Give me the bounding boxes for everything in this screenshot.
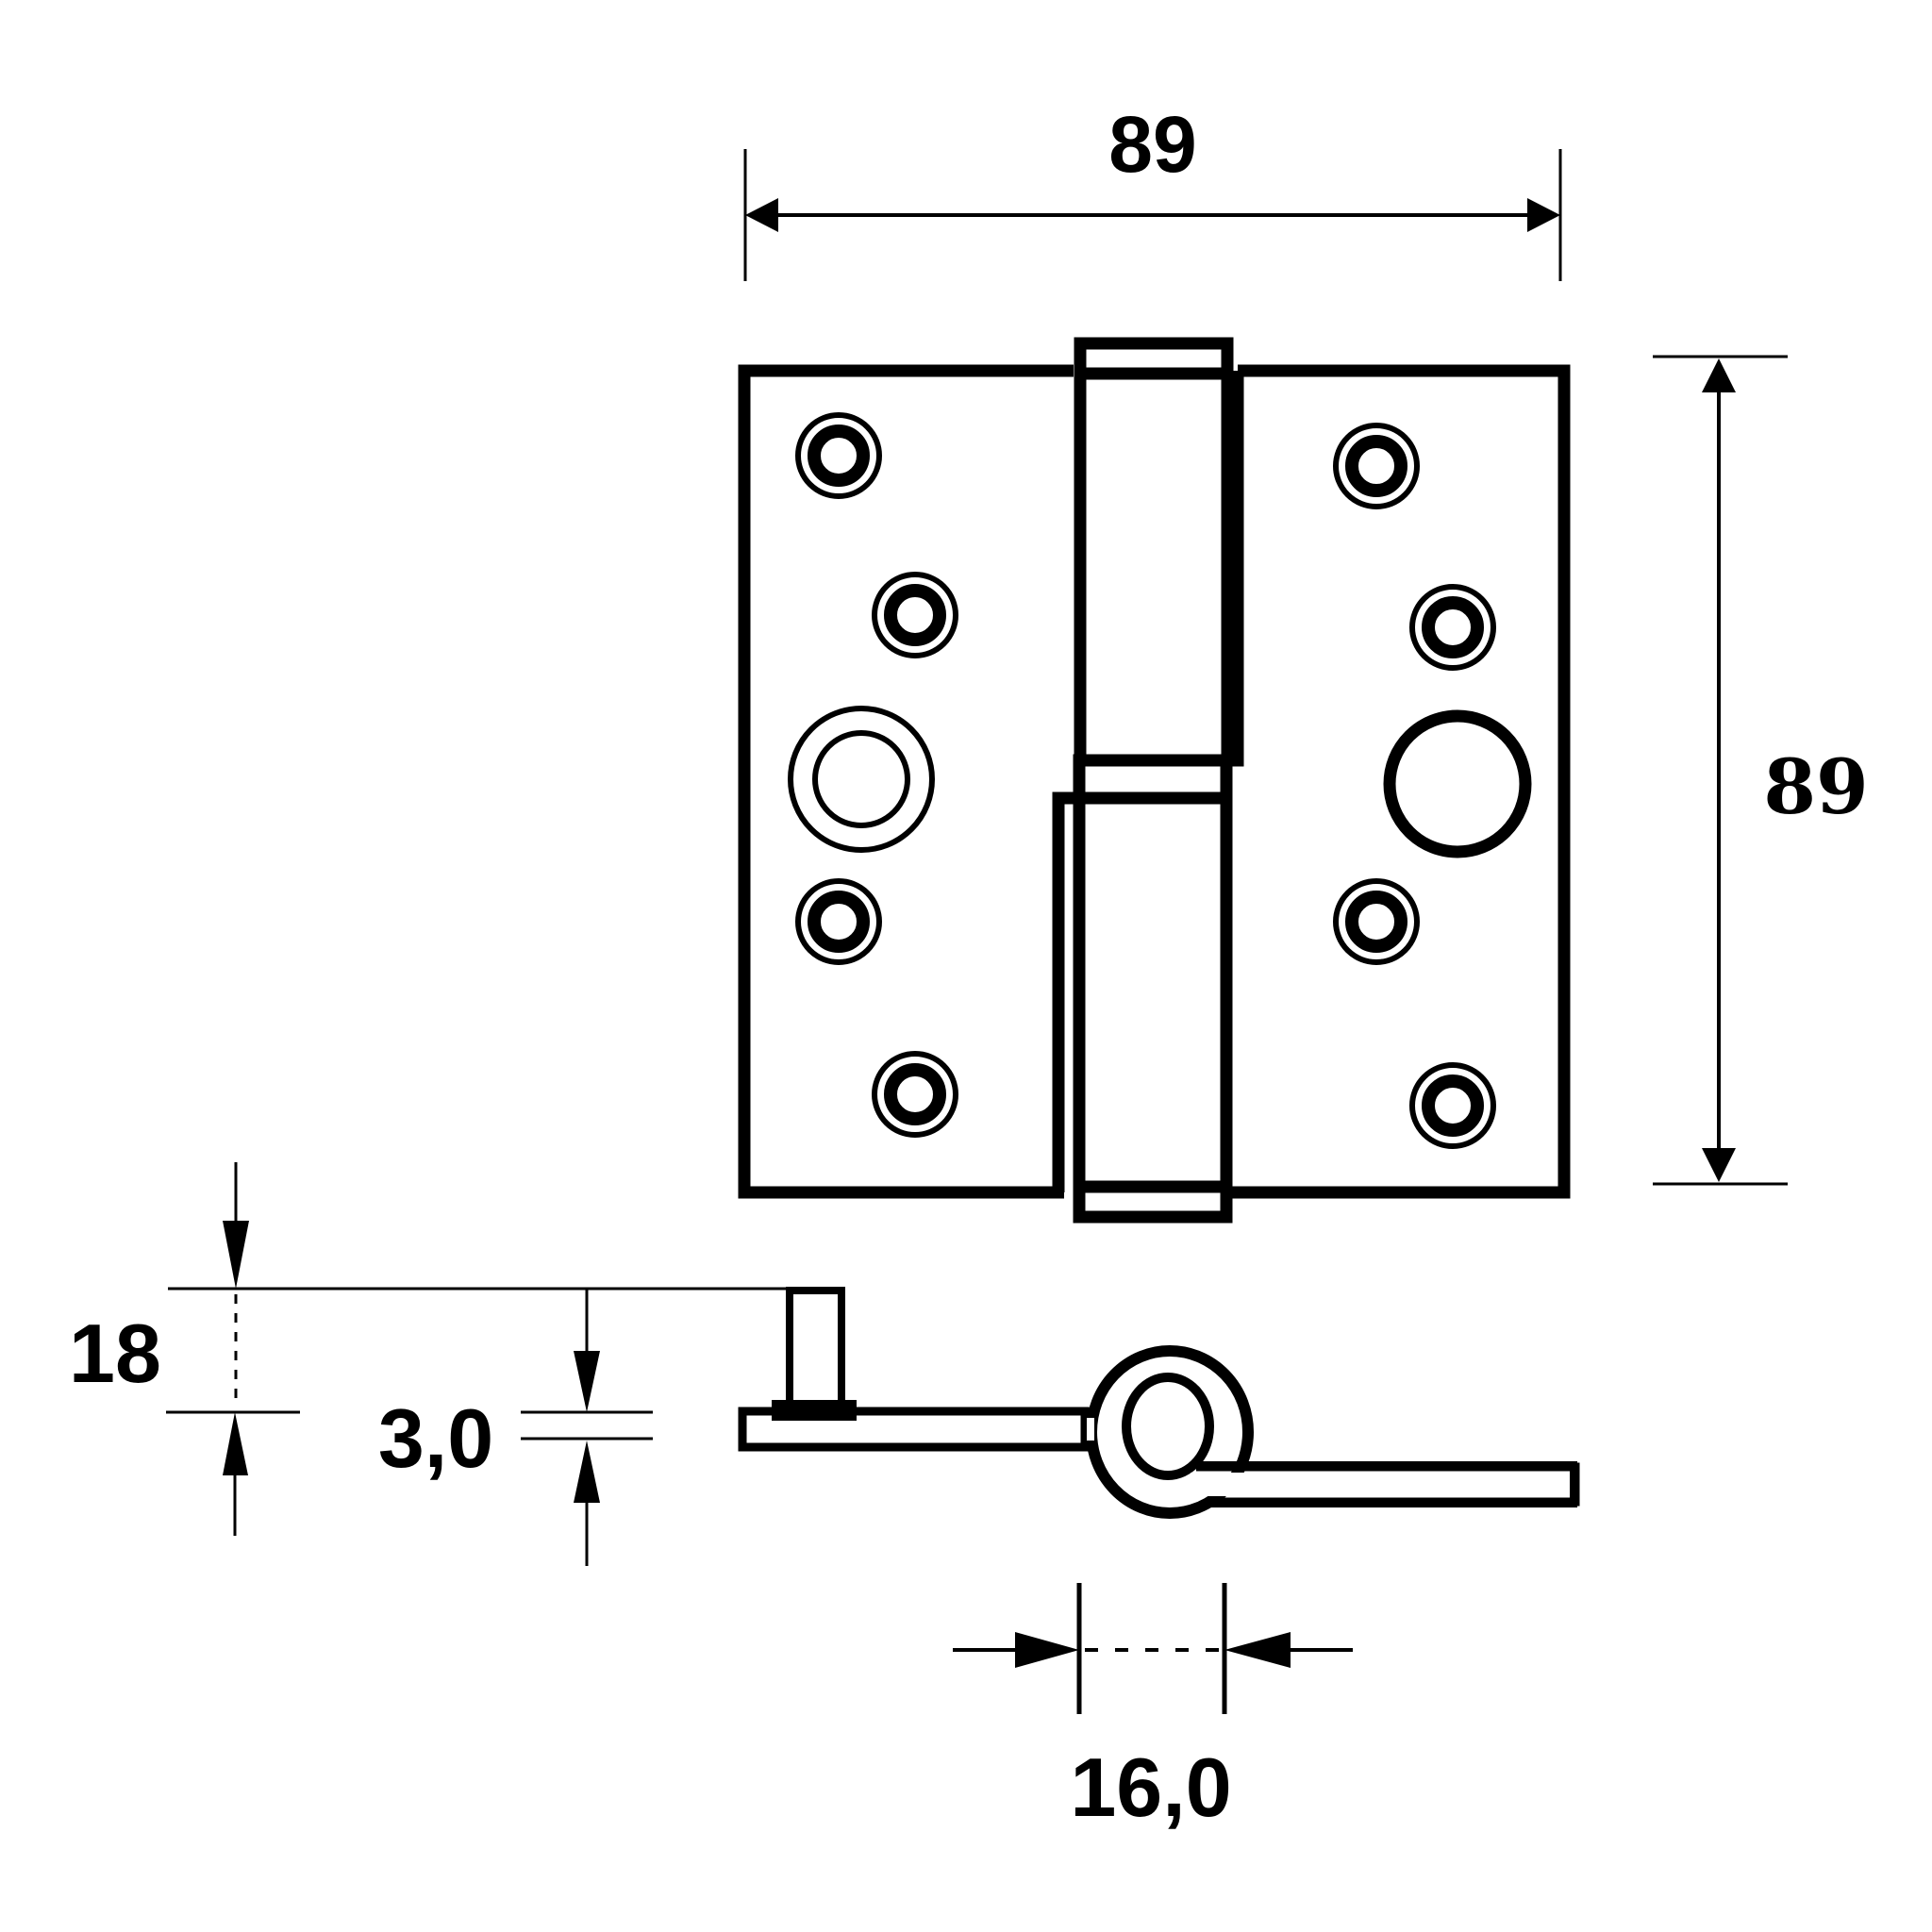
height-label: 89 <box>1763 742 1868 831</box>
screw-hole-icon <box>872 572 958 658</box>
arrowhead-left-icon <box>1224 1632 1291 1668</box>
hinge-front-view <box>738 337 1571 1224</box>
knuckle-diameter-dimension: 16,0 <box>953 1583 1353 1834</box>
left-leaf-outline <box>738 364 1074 1199</box>
screw-hole-icon <box>1409 1062 1496 1149</box>
knuckle-diameter-label: 16,0 <box>1070 1740 1231 1834</box>
screw-hole-icon <box>795 412 882 499</box>
security-stud-hole-icon <box>788 706 935 853</box>
arrowhead-down-icon <box>1702 1148 1736 1182</box>
screw-hole-icon <box>795 878 882 965</box>
side-left-leaf <box>738 1407 1090 1452</box>
arrowhead-right-icon <box>1015 1632 1079 1668</box>
arrowhead-up-icon <box>223 1412 248 1475</box>
pin-height-label: 18 <box>69 1307 161 1400</box>
width-label: 89 <box>1108 100 1196 189</box>
screw-hole-icon <box>1333 423 1420 509</box>
arrowhead-down-icon <box>574 1351 600 1412</box>
arrowhead-up-icon <box>574 1441 600 1503</box>
screw-hole-icon <box>1333 878 1420 965</box>
arrowhead-down-icon <box>223 1221 249 1289</box>
height-dimension: 89 <box>1653 355 1869 1186</box>
right-leaf-outline <box>1224 364 1571 1199</box>
arrowhead-up-icon <box>1702 358 1736 392</box>
right-leaf-screw-holes <box>1333 423 1532 1149</box>
left-leaf-screw-holes <box>788 412 958 1138</box>
arrowhead-left-icon <box>745 198 778 232</box>
upper-knuckle <box>1074 337 1244 767</box>
security-stud-hole-icon <box>1383 709 1532 858</box>
arrowhead-right-icon <box>1527 198 1560 232</box>
thickness-dimension: 3,0 <box>378 1289 653 1566</box>
security-stud <box>786 1287 845 1414</box>
screw-hole-icon <box>872 1051 958 1138</box>
lower-knuckle <box>1052 754 1233 1224</box>
hinge-side-view <box>738 1287 1580 1519</box>
pin-height-dimension: 18 <box>69 1162 789 1536</box>
barrel-pin-icon <box>1122 1373 1214 1480</box>
width-dimension: 89 <box>743 100 1562 281</box>
thickness-label: 3,0 <box>378 1391 493 1485</box>
screw-hole-icon <box>1409 584 1496 671</box>
left-leaf-knuckle-edge <box>1052 791 1079 1192</box>
